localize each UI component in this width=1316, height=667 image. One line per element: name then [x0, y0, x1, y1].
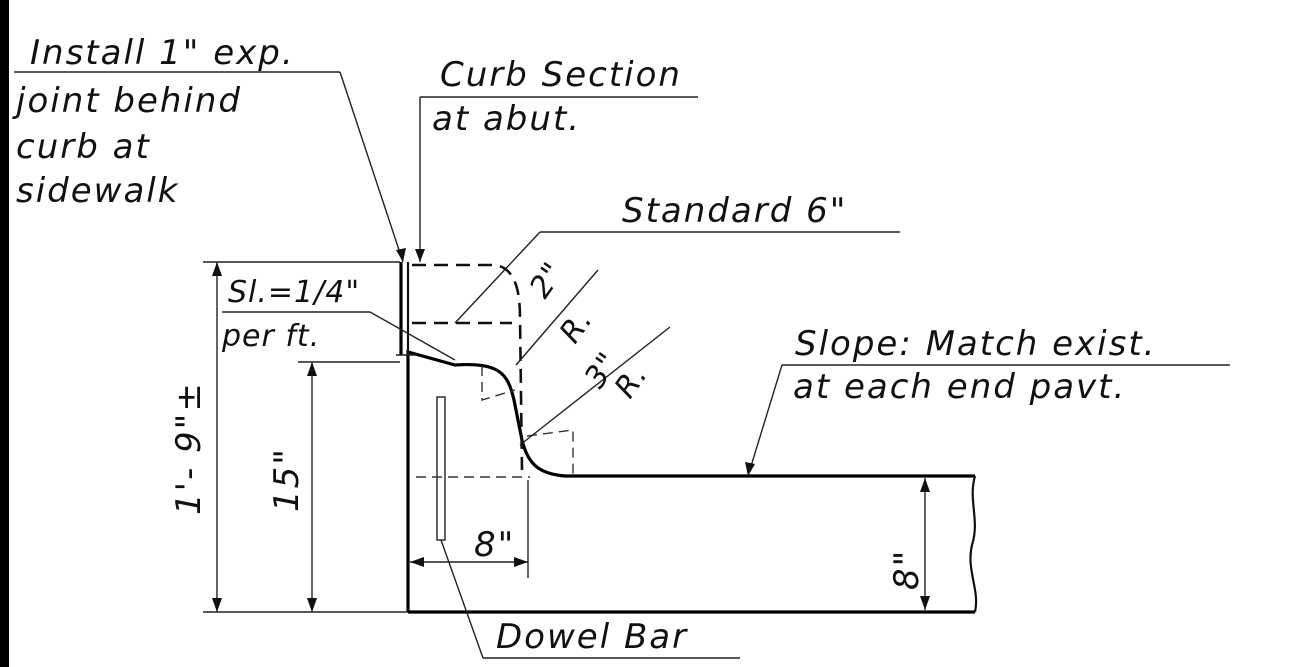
dim-curb-height: 15" [267, 447, 307, 512]
note-joint-line4: sidewalk [16, 171, 179, 211]
note-match-line1: Slope: Match exist. [795, 324, 1156, 364]
dim-overall-height: 1'- 9"± [169, 381, 209, 515]
note-match-line2: at each end pavt. [793, 367, 1126, 407]
dim-curb-width: 8" [474, 525, 515, 565]
note-joint-line1: Install 1" exp. [30, 33, 295, 73]
note-standard: Standard 6" [622, 191, 847, 231]
dim-slab-thickness: 8" [887, 549, 927, 590]
dim-radius-2-r: R. [553, 303, 600, 350]
note-slope-line1: Sl.=1/4" [228, 275, 360, 310]
leaders [14, 71, 1230, 477]
dowel-bar [436, 396, 740, 659]
note-curb-line1: Curb Section [440, 55, 682, 95]
note-joint-line3: curb at [16, 127, 151, 167]
radius-construction [481, 269, 671, 476]
note-dowel: Dowel Bar [496, 617, 688, 657]
dim-radius-2: 2" [523, 256, 572, 305]
note-joint-line2: joint behind [12, 81, 242, 121]
note-slope-line2: per ft. [221, 319, 320, 354]
note-curb-line2: at abut. [432, 99, 581, 139]
sheet-border [0, 0, 9, 667]
curb-outline [406, 349, 978, 614]
dimension-lines [203, 248, 930, 613]
existing-curb-dashed [412, 263, 524, 471]
expansion-joint [396, 262, 416, 356]
